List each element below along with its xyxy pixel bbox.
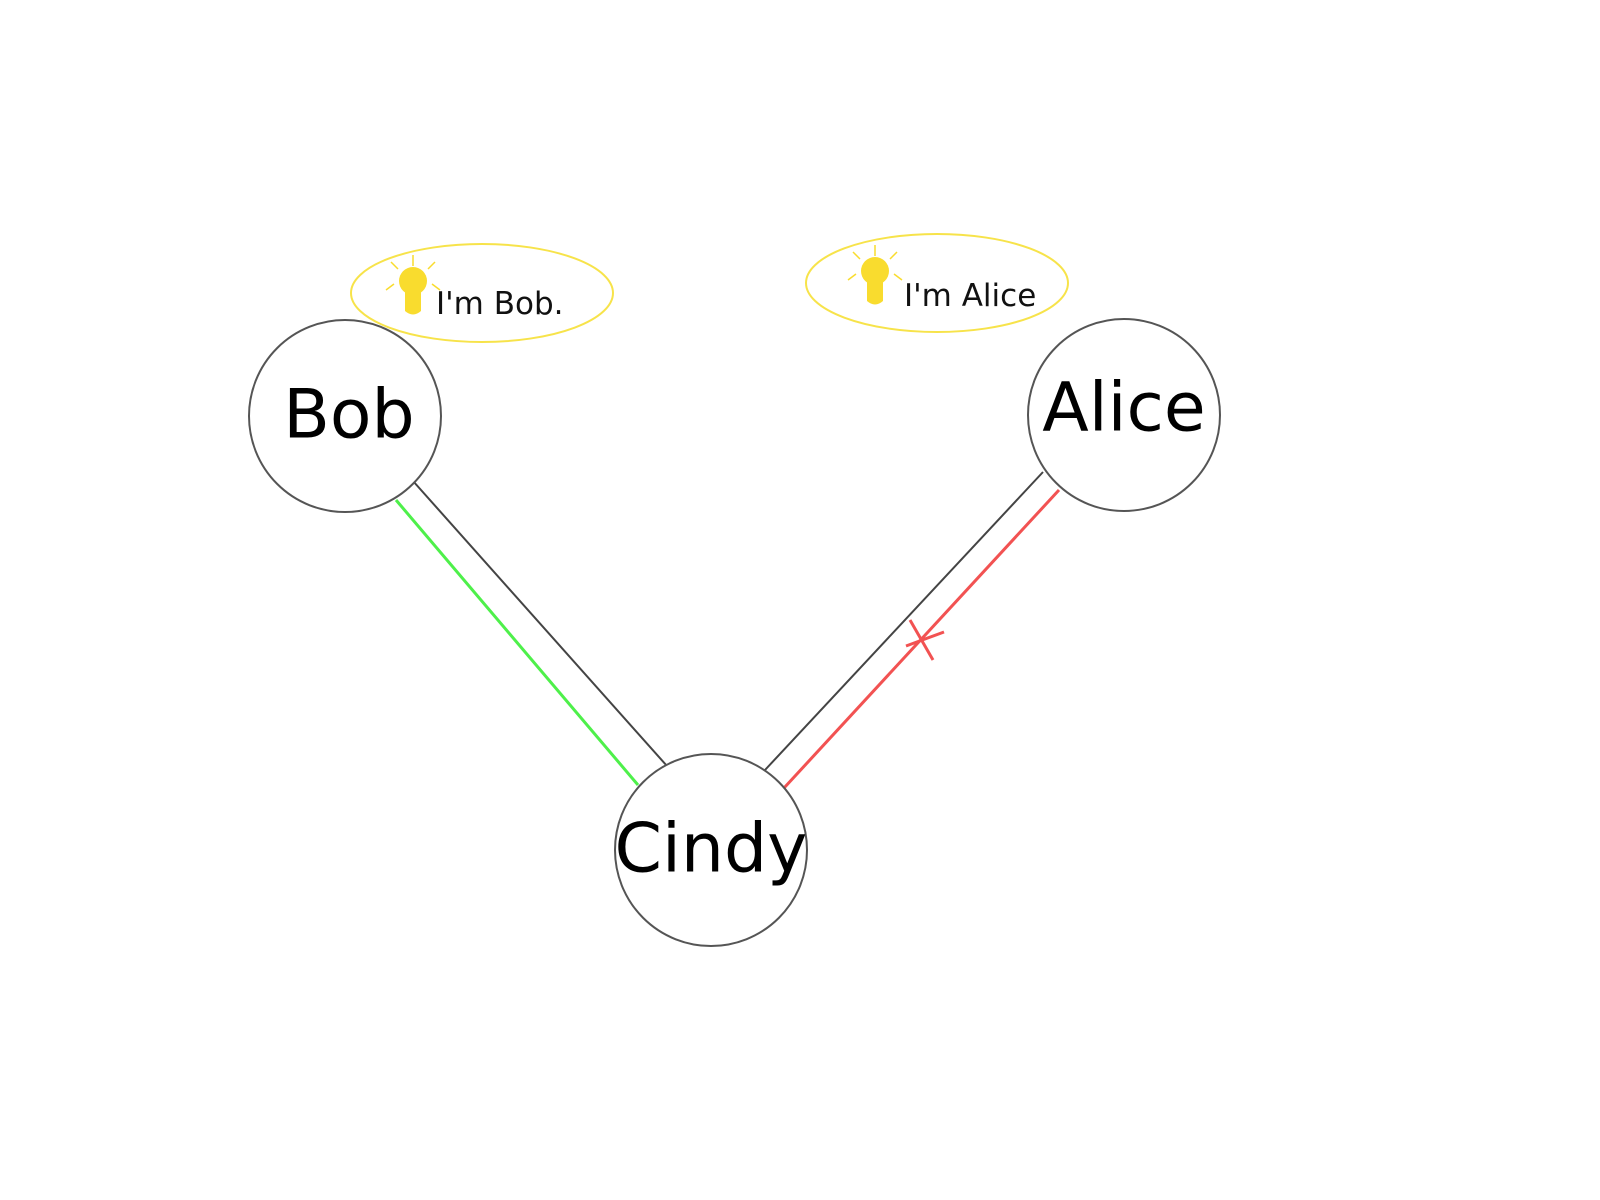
edge-alice-cindy-link bbox=[764, 471, 1044, 771]
node-bob-label: Bob bbox=[283, 376, 414, 455]
thought-bubble-bob-text: I'm Bob. bbox=[436, 286, 563, 322]
node-cindy-label: Cindy bbox=[615, 810, 808, 889]
node-cindy[interactable]: Cindy bbox=[614, 753, 808, 947]
lightbulb-icon bbox=[385, 255, 441, 315]
edge-bob-cindy-link bbox=[412, 480, 668, 767]
edge-bob-cindy-status-line bbox=[394, 499, 640, 786]
node-alice-label: Alice bbox=[1042, 369, 1206, 448]
node-alice[interactable]: Alice bbox=[1027, 318, 1221, 512]
lightbulb-icon bbox=[847, 245, 903, 305]
edge-alice-cindy bbox=[764, 471, 1061, 790]
thought-bubble-alice-text: I'm Alice bbox=[904, 278, 1036, 314]
edge-bob-cindy bbox=[394, 480, 668, 786]
thought-bubble-bob: I'm Bob. bbox=[350, 243, 614, 343]
node-bob[interactable]: Bob bbox=[248, 319, 442, 513]
thought-bubble-alice: I'm Alice bbox=[805, 233, 1069, 333]
cross-mark-icon bbox=[905, 619, 945, 661]
